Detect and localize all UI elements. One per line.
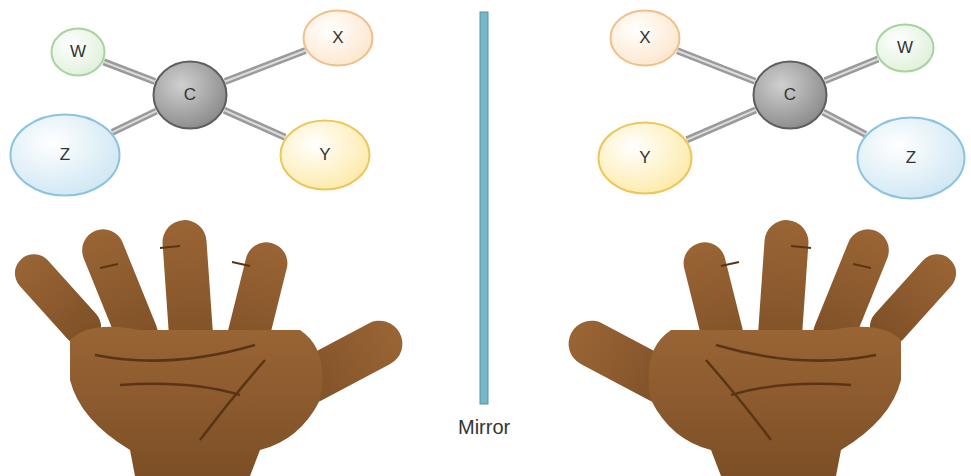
atom-label: C [752, 85, 828, 105]
bond [104, 62, 155, 82]
substituent-atom: Z [856, 116, 966, 200]
atom-label: Y [597, 148, 693, 168]
atom-label: X [609, 28, 681, 48]
substituent-atom: X [302, 9, 374, 67]
atom-label: Y [279, 145, 371, 165]
bond [225, 51, 305, 82]
substituent-atom: Y [279, 119, 371, 191]
bond [224, 110, 285, 137]
carbon-atom: C [152, 60, 228, 130]
atom-label: C [152, 85, 228, 105]
bond [687, 110, 756, 140]
bond [825, 59, 878, 81]
atom-label: Z [856, 148, 966, 168]
substituent-atom: Z [9, 113, 121, 197]
substituent-atom: W [50, 27, 106, 77]
atom-label: W [50, 42, 106, 62]
atom-label: W [875, 38, 935, 58]
bond [112, 111, 156, 132]
bond [823, 112, 865, 134]
carbon-atom: C [752, 60, 828, 130]
atom-label: Z [9, 145, 121, 165]
atom-label: X [302, 28, 374, 48]
substituent-atom: Y [597, 121, 693, 195]
bond [677, 51, 755, 82]
mirror-label: Mirror [458, 416, 510, 439]
substituent-atom: X [609, 9, 681, 67]
substituent-atom: W [875, 23, 935, 73]
